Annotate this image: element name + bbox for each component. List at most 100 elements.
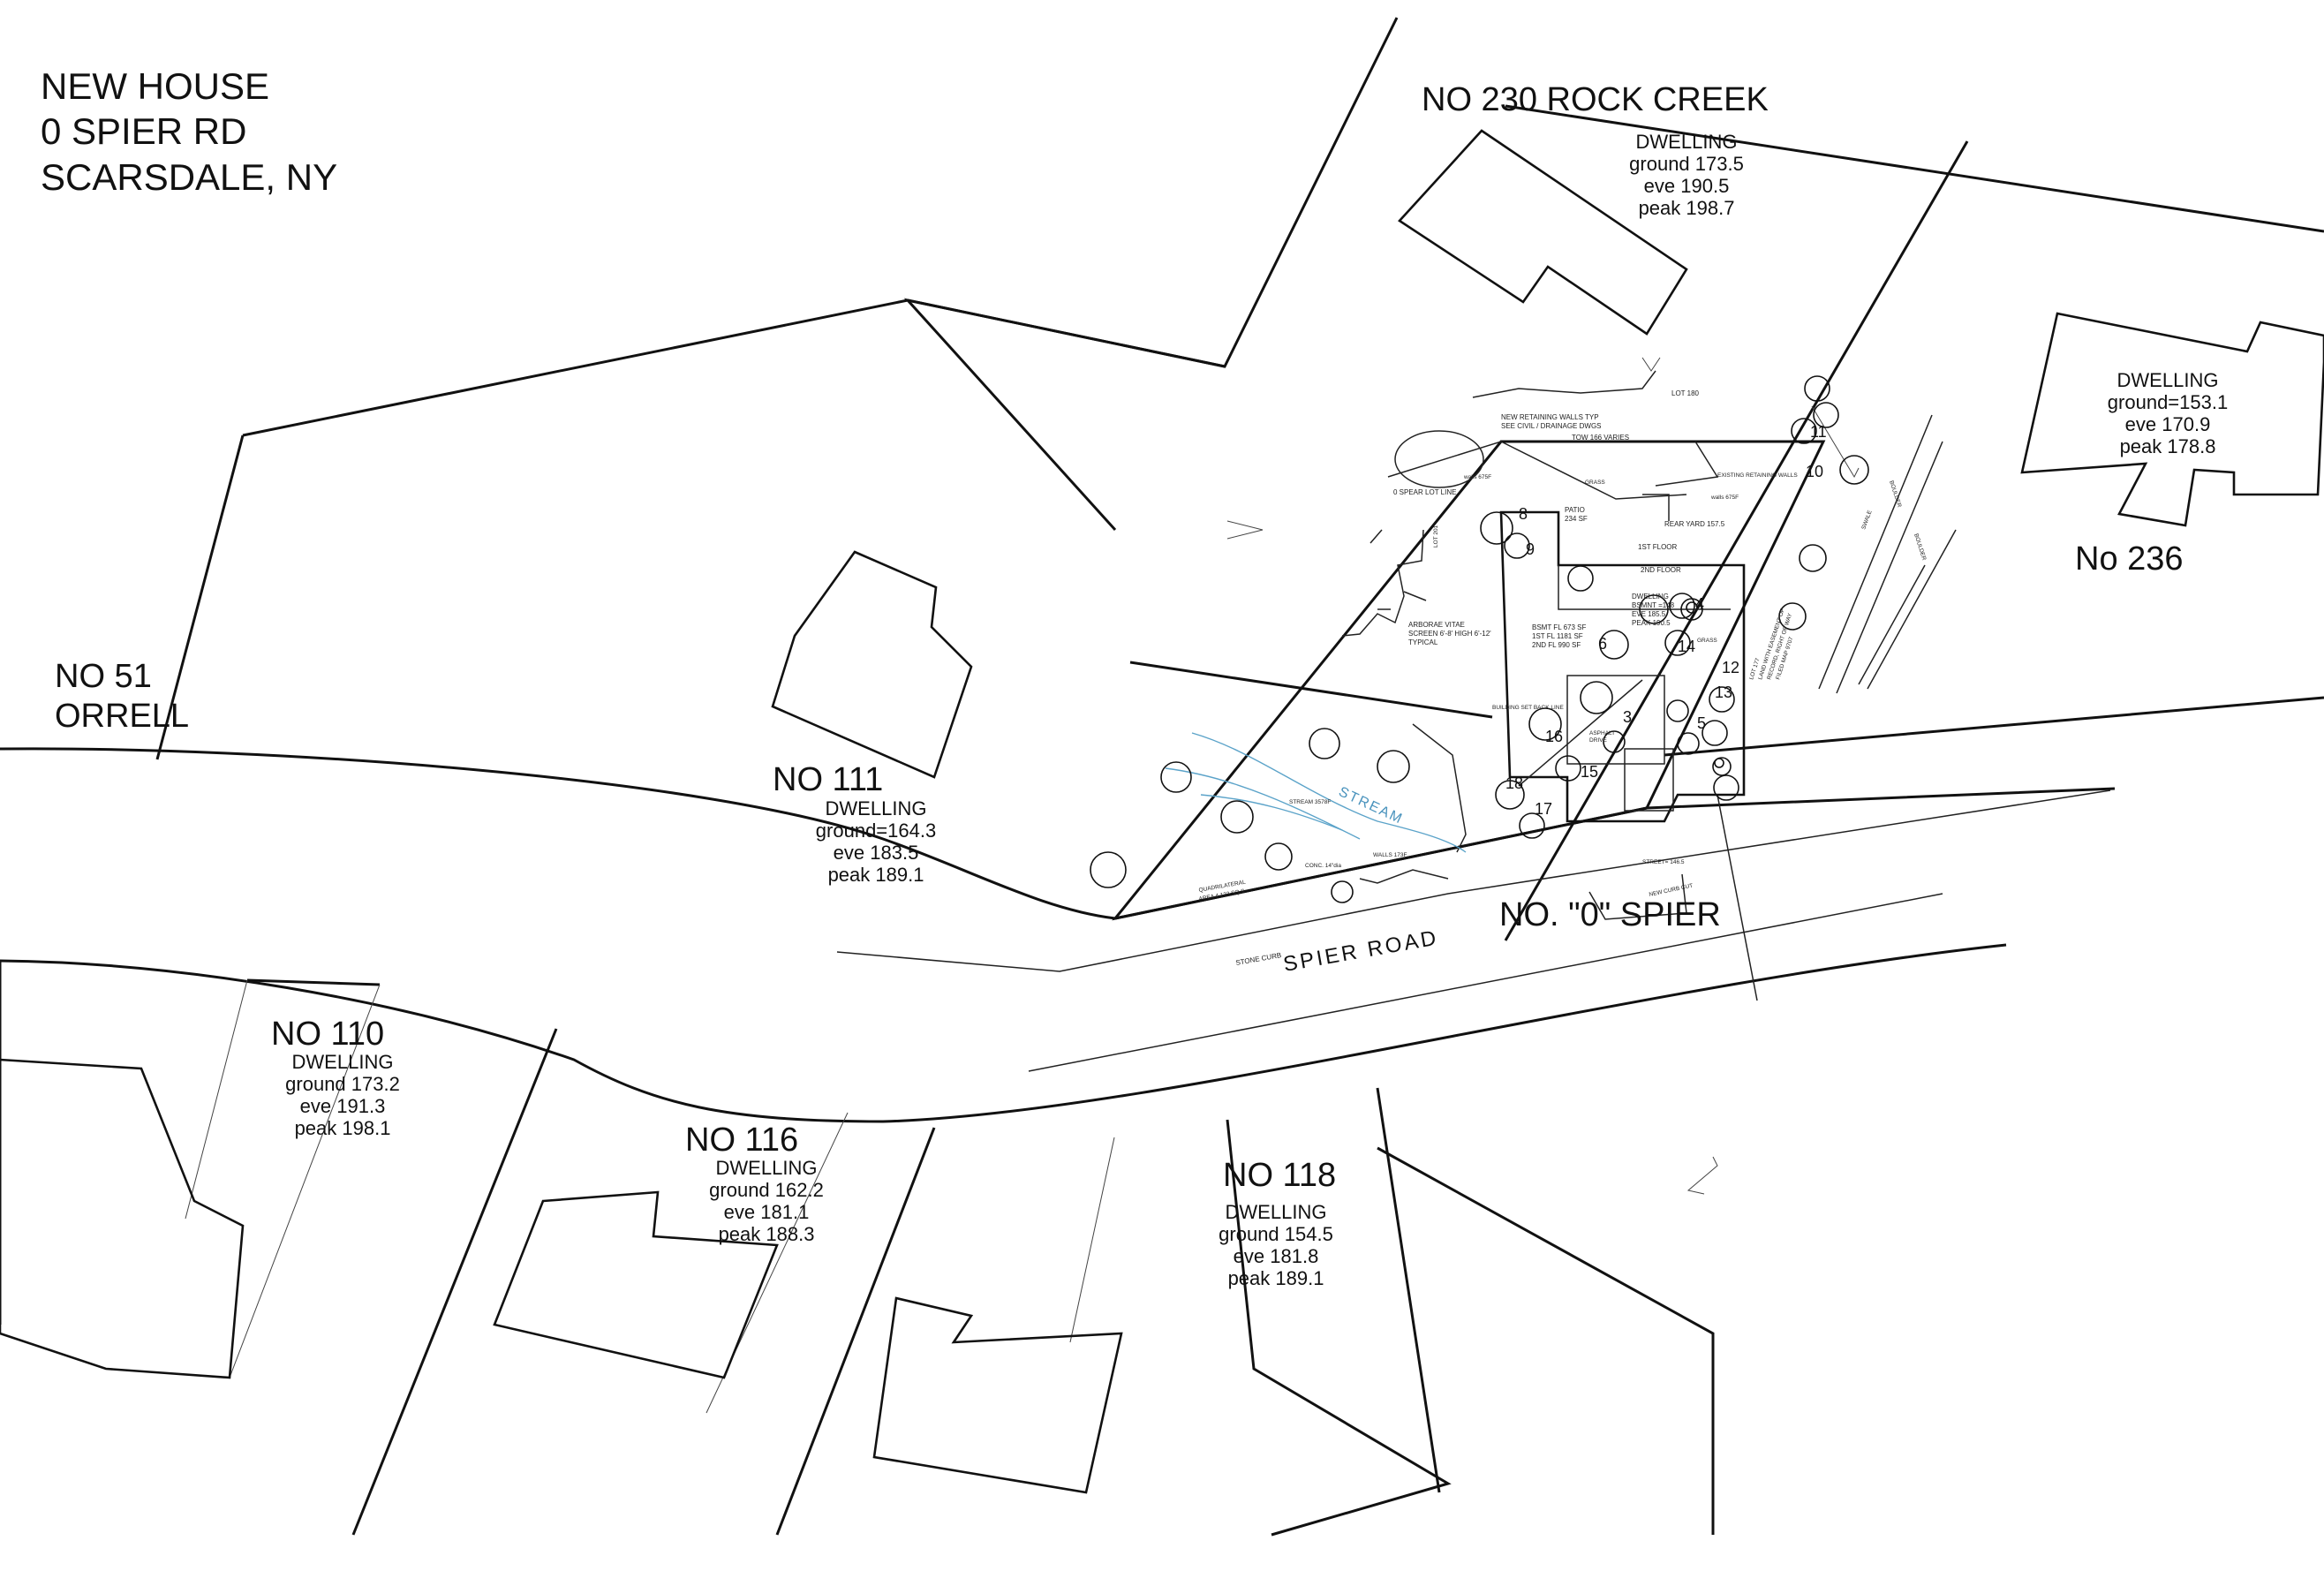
- west-wall: [1341, 529, 1424, 637]
- title-block: NEW HOUSE 0 SPIER RD SCARSDALE, NY: [41, 65, 337, 198]
- title-line-1: NEW HOUSE: [41, 65, 269, 107]
- no116-detail-2: ground 162.2: [709, 1179, 824, 1201]
- note-retaining-2: SEE CIVIL / DRAINAGE DWGS: [1501, 422, 1602, 430]
- note-dwelling-2: BSMNT =148: [1632, 601, 1675, 609]
- swale-line-4: [1858, 564, 1926, 685]
- note-asphalt-1: ASPHALT: [1589, 730, 1615, 736]
- no116-detail-4: peak 188.3: [719, 1223, 815, 1245]
- neighbor-buildings: [0, 129, 2324, 1494]
- subject-site-boundary: [1112, 440, 1826, 921]
- tree-icon: [1791, 418, 1817, 444]
- spier-road-south-edge: [0, 943, 2007, 1123]
- survey-marker: [1686, 1156, 1718, 1195]
- lot-no236-labels: DWELLING ground=153.1 eve 170.9 peak 178…: [2075, 369, 2228, 578]
- tree-icon: [1680, 598, 1703, 621]
- no118-detail-3: eve 181.8: [1234, 1245, 1319, 1267]
- rock-creek-detail-3: eve 190.5: [1644, 175, 1730, 197]
- note-fl2: 2ND FL 990 SF: [1532, 641, 1581, 649]
- lot-label-no110: NO 110: [271, 1016, 384, 1053]
- rock-creek-detail-1: DWELLING: [1636, 131, 1738, 153]
- note-street: STREET= 146.5: [1642, 859, 1685, 865]
- no111-detail-3: eve 183.5: [834, 842, 919, 864]
- note-retaining-1: NEW RETAINING WALLS TYP: [1501, 413, 1599, 421]
- note-patio-2: 234 SF: [1565, 515, 1588, 523]
- lot-line-rock-creek-west: [903, 17, 1399, 532]
- road-labels: SPIER ROAD STONE CURB: [1235, 925, 1441, 977]
- tree-numbers: 8 9 10 11 12 13 14 6 4 3 16 15 17 18 5: [1505, 423, 1827, 818]
- lot-label-no111: NO 111: [773, 761, 883, 798]
- tree-icon: [1599, 630, 1629, 660]
- note-arbor-1: ARBORAE VITAE: [1408, 621, 1465, 629]
- no236-detail-4: peak 178.8: [2120, 435, 2216, 457]
- note-conc: CONC. 14"dia: [1305, 863, 1341, 869]
- lot-line-rock-creek-north: [1505, 104, 2324, 233]
- subject-lot-label: NO. "0" SPIER: [1499, 896, 1721, 933]
- site-wall-north: [1387, 441, 1687, 500]
- tree-icon: [1839, 455, 1869, 485]
- tree-number: 6: [1598, 635, 1607, 653]
- note-dwelling-1: DWELLING: [1632, 593, 1669, 600]
- patio-step: [1655, 441, 1719, 487]
- note-dwelling-3: EVE 185.5: [1632, 610, 1666, 618]
- no116-detail-3: eve 181.1: [724, 1201, 810, 1223]
- swale-line-2: [1836, 441, 1943, 694]
- lot-line-southeast: [1377, 1146, 1715, 1535]
- tree-icon: [1309, 728, 1340, 759]
- rock-creek-detail-4: peak 198.7: [1639, 197, 1735, 219]
- tree-icon: [1220, 800, 1254, 834]
- note-bsmt: BSMT FL 673 SF: [1532, 623, 1586, 631]
- lot-no118-labels: NO 118 DWELLING ground 154.5 eve 181.8 p…: [1219, 1157, 1336, 1289]
- tree-icon: [1677, 732, 1700, 755]
- tree-icon: [1504, 532, 1530, 559]
- tree-icon: [1666, 699, 1689, 722]
- no111-detail-4: peak 189.1: [828, 864, 924, 886]
- tree-icon: [1377, 750, 1410, 783]
- pond: [1394, 430, 1484, 488]
- tree-icon: [1331, 880, 1354, 903]
- tree-icon: [1495, 780, 1525, 810]
- lot-line-no111-east: [1129, 661, 1493, 719]
- tree-number: 4: [1695, 595, 1704, 613]
- walls-south: [1359, 869, 1449, 884]
- lot-line-no110-mid: [229, 984, 381, 1378]
- note-lot-line: 0 SPEAR LOT LINE: [1393, 488, 1456, 496]
- road-label: SPIER ROAD: [1281, 925, 1440, 977]
- no118-detail-2: ground 154.5: [1219, 1223, 1333, 1245]
- note-arbor-3: TYPICAL: [1408, 638, 1438, 646]
- arrow-mark: [1226, 520, 1264, 540]
- tree-number: 10: [1806, 463, 1823, 480]
- stream: STREAM: [1165, 732, 1467, 853]
- subject-house-upper-floor: [1558, 565, 1731, 610]
- tree-icon: [1264, 842, 1293, 871]
- tree-number: 15: [1581, 763, 1598, 781]
- no236-detail-3: eve 170.9: [2125, 413, 2211, 435]
- lot-label-no51: NO 51: [55, 658, 152, 695]
- spier-road-north-edge: [0, 747, 2116, 920]
- swale-line-3: [1867, 529, 1957, 690]
- tree-icon: [1709, 686, 1735, 713]
- tree-icon: [1480, 511, 1513, 545]
- tree-number: 12: [1722, 659, 1739, 676]
- stream-line-1: [1191, 732, 1467, 853]
- note-dwelling-4: PEAK 190.5: [1632, 619, 1671, 627]
- note-boulder-2: BOULDER: [1913, 532, 1927, 561]
- building-no236: [2020, 312, 2324, 527]
- building-no118: [872, 1296, 1123, 1494]
- no116-detail-1: DWELLING: [716, 1157, 818, 1179]
- tree-icon: [1714, 758, 1724, 768]
- driveway-apron: [1588, 873, 1687, 920]
- west-wall-tick: [1370, 529, 1383, 544]
- lot-line-rock-creek-east: [1504, 140, 1969, 941]
- tree-icon: [1664, 630, 1691, 656]
- tree-icon: [1804, 375, 1830, 402]
- northeast-pin: [1811, 405, 1860, 479]
- no111-detail-2: ground=164.3: [816, 819, 936, 842]
- tree-icon: [1555, 755, 1581, 782]
- note-arbor-2: SCREEN 6'-8' HIGH 6'-12': [1408, 630, 1491, 638]
- note-lot201: LOT 201: [1433, 525, 1439, 548]
- note-walls-2: walls 675F: [1710, 495, 1739, 501]
- tree-number: 14: [1678, 638, 1695, 655]
- note-walls-1: walls 675F: [1463, 474, 1491, 480]
- no236-detail-2: ground=153.1: [2108, 391, 2228, 413]
- note-building-setback: BUILDING SET BACK LINE: [1492, 705, 1564, 711]
